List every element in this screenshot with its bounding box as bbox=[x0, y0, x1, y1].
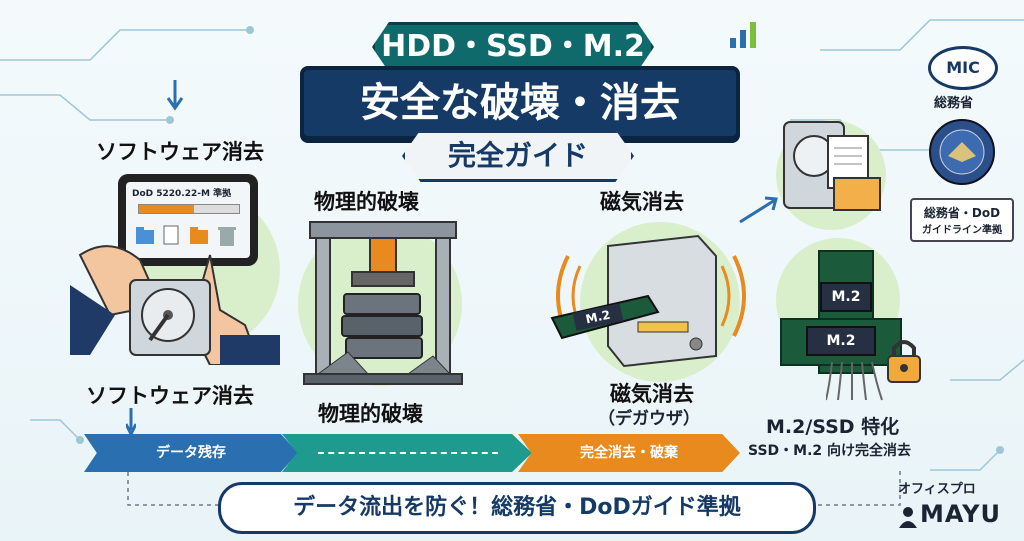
page-title: 安全な破壊・消去 bbox=[300, 66, 740, 140]
degausser-label: （デガウザ） bbox=[598, 409, 700, 429]
physical-destruction-label-bottom: 物理的破壊 bbox=[318, 402, 423, 426]
flow-step-3-label: 完全消去・破棄 bbox=[580, 445, 678, 461]
guideline-badge: 総務省・DoD ガイドライン準拠 bbox=[910, 198, 1014, 242]
ministry-label: 総務省 bbox=[934, 96, 974, 111]
erase-progress-bar bbox=[138, 204, 240, 214]
brand-small-text: オフィスプロ bbox=[898, 482, 976, 497]
tablet-illustration: DoD 5220.22-M 準拠 bbox=[118, 174, 258, 266]
hands-and-hdd-illustration bbox=[70, 245, 280, 365]
dod-seal-icon bbox=[929, 119, 995, 185]
degauss-label-bottom: 磁気消去 bbox=[610, 382, 694, 406]
physical-destruction-label-top: 物理的破壊 bbox=[314, 190, 419, 214]
m2-ssd-specialized-label: M.2/SSD 特化 bbox=[766, 416, 900, 438]
m2-card-label-a: M.2 bbox=[820, 282, 872, 312]
degauss-label-top: 磁気消去 bbox=[600, 190, 684, 214]
degausser-illustration bbox=[550, 234, 746, 368]
press-machine-illustration bbox=[303, 221, 463, 385]
down-arrow-icon bbox=[126, 408, 136, 438]
m2-ssd-complete-erase-label: SSD・M.2 向け完全消去 bbox=[748, 443, 912, 459]
flow-step-1-label: データ残存 bbox=[156, 445, 226, 461]
flow-step-complete-erase: 完全消去・破棄 bbox=[518, 434, 740, 472]
flow-dashes bbox=[318, 452, 498, 454]
title-subtitle: 完全ガイド bbox=[402, 130, 634, 182]
file-icons bbox=[136, 225, 236, 246]
mic-logo-text: MIC bbox=[946, 58, 980, 77]
wires-decoration bbox=[826, 362, 883, 401]
person-icon bbox=[899, 507, 917, 528]
m2-card-label-b: M.2 bbox=[806, 326, 876, 356]
brand-logo-text: MAYU bbox=[920, 500, 1002, 528]
guideline-badge-line1: 総務省・DoD bbox=[923, 206, 1001, 220]
software-erase-label-top: ソフトウェア消去 bbox=[96, 140, 264, 164]
mic-logo: MIC bbox=[928, 46, 998, 90]
software-erase-label-bottom: ソフトウェア消去 bbox=[86, 384, 254, 408]
hdd-document-folder-illustration bbox=[783, 121, 881, 211]
guideline-badge-line2: ガイドライン準拠 bbox=[922, 225, 1002, 236]
flow-step-data-remaining: データ残存 bbox=[84, 434, 298, 472]
title-top: HDD・SSD・M.2 bbox=[372, 22, 654, 72]
bottom-banner: データ流出を防ぐ！総務省・DoDガイド準拠 bbox=[218, 482, 816, 534]
lock-icon bbox=[887, 340, 921, 383]
dod-caption: DoD 5220.22-M 準拠 bbox=[132, 189, 232, 199]
